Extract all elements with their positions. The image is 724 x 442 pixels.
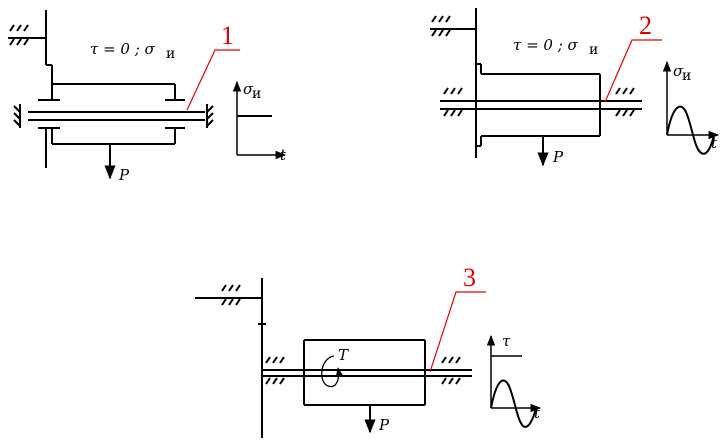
fig3-graph-ylabel: τ — [502, 332, 511, 350]
fig2-stress-sub: и — [589, 42, 598, 58]
fig1-stress-text: τ = 0 ; σ — [90, 40, 156, 58]
fig1-graph-xlabel: t — [280, 146, 287, 164]
fig1-graph-ylabel: σ — [243, 80, 254, 98]
stress-graph-2 — [662, 60, 720, 155]
fig2-label: 2 — [639, 11, 652, 40]
left-end-support-icon — [443, 87, 463, 117]
figure-2 — [430, 8, 720, 167]
stress-graph-3 — [486, 334, 542, 428]
figure-3 — [195, 278, 542, 438]
fig1-graph-ylabel-sub: и — [252, 86, 261, 102]
fig2-graph-ylabel: σ — [673, 62, 684, 80]
fig2-graph-ylabel-sub: и — [682, 68, 691, 84]
fig3-label: 3 — [463, 263, 476, 292]
support-hatch-icon — [8, 24, 46, 46]
sine-stress-curve — [666, 105, 715, 155]
right-end-support-icon — [206, 104, 214, 128]
right-end-support-icon — [615, 87, 635, 117]
callout-line-2 — [604, 39, 662, 103]
fig3-torque-label: T — [338, 346, 349, 364]
stress-graph-1 — [232, 80, 287, 160]
fig2-graph-xlabel: t — [711, 134, 718, 152]
left-end-support-icon — [265, 356, 285, 385]
support-hatch-icon — [195, 284, 262, 306]
left-end-support-icon — [13, 104, 21, 128]
right-end-support-icon — [441, 356, 461, 385]
fig3-graph-xlabel: t — [534, 404, 541, 422]
callout-line-3 — [429, 291, 486, 373]
sine-shear-curve — [490, 379, 537, 428]
fig2-load-label: P — [552, 148, 564, 166]
support-hatch-icon — [430, 15, 476, 37]
fig1-stress-sub: и — [166, 46, 175, 62]
fig1-label: 1 — [221, 21, 234, 50]
fig3-load-label: P — [378, 416, 390, 434]
figure-1 — [8, 10, 287, 180]
callout-line-1 — [186, 49, 240, 111]
fig1-load-label: P — [118, 166, 130, 184]
fig2-stress-text: τ = 0 ; σ — [513, 36, 579, 54]
torque-arrow-icon — [321, 355, 343, 388]
